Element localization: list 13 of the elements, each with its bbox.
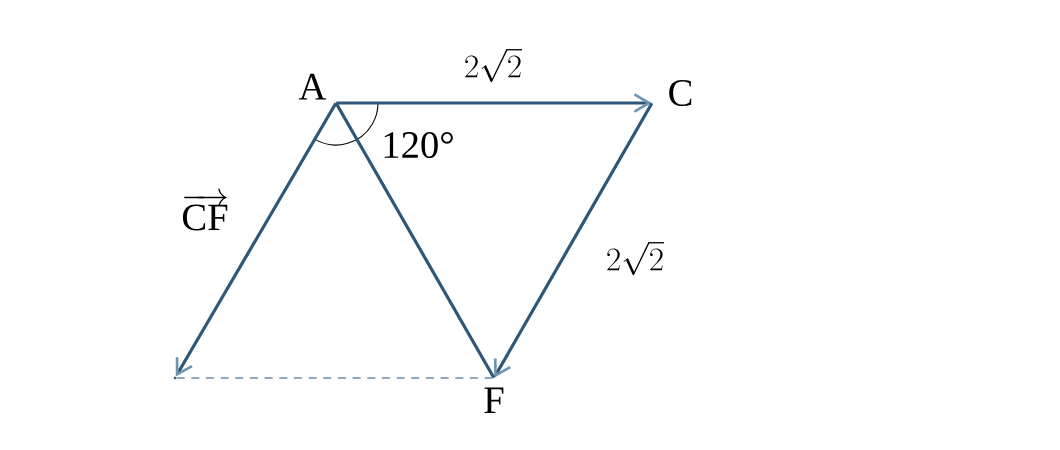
- arrow: [175, 102, 338, 377]
- vertex-point: [173, 376, 177, 380]
- edge-label: $2\sqrt{2}$: [607, 242, 665, 276]
- dashed-line: [176, 376, 494, 380]
- edge-label: $\overrightarrow{\mathrm{CF}}$: [182, 188, 228, 231]
- arrow: [493, 102, 654, 378]
- point-label: C: [669, 80, 692, 106]
- angle-label: 120°: [384, 131, 453, 159]
- point-label: A: [298, 73, 327, 100]
- arrow: [336, 93, 652, 113]
- line: [334, 102, 496, 379]
- edge-label: $2\sqrt{2}$: [465, 49, 523, 83]
- point-label: F: [484, 387, 504, 413]
